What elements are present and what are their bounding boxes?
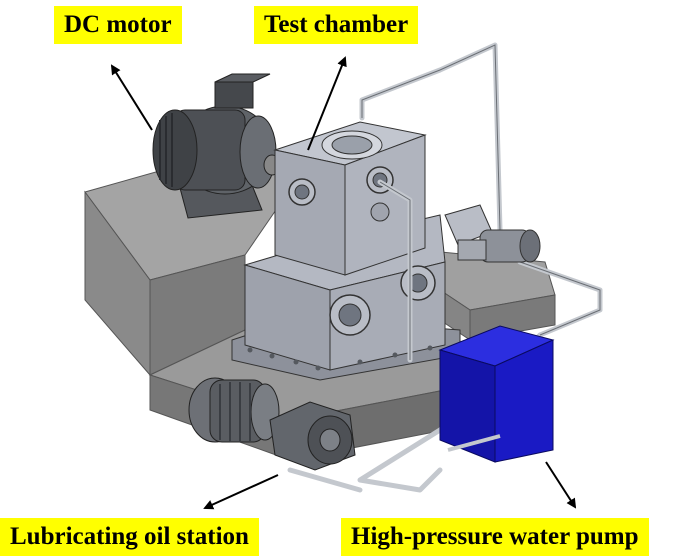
test-chamber-label: Test chamber <box>254 6 419 44</box>
high-pressure-water-pump-icon <box>438 325 555 463</box>
lubricating-oil-station-label: Lubricating oil station <box>0 518 259 556</box>
gearbox-icon <box>444 204 541 263</box>
high-pressure-water-pump-label: High-pressure water pump <box>341 518 649 556</box>
lubricating-oil-station-icon <box>188 377 356 471</box>
piping-outline <box>361 44 601 360</box>
arrow-icon <box>110 56 577 510</box>
dc-motor-label: DC motor <box>54 6 182 44</box>
dc-motor-icon <box>152 73 281 219</box>
test-chamber-icon <box>231 121 461 381</box>
